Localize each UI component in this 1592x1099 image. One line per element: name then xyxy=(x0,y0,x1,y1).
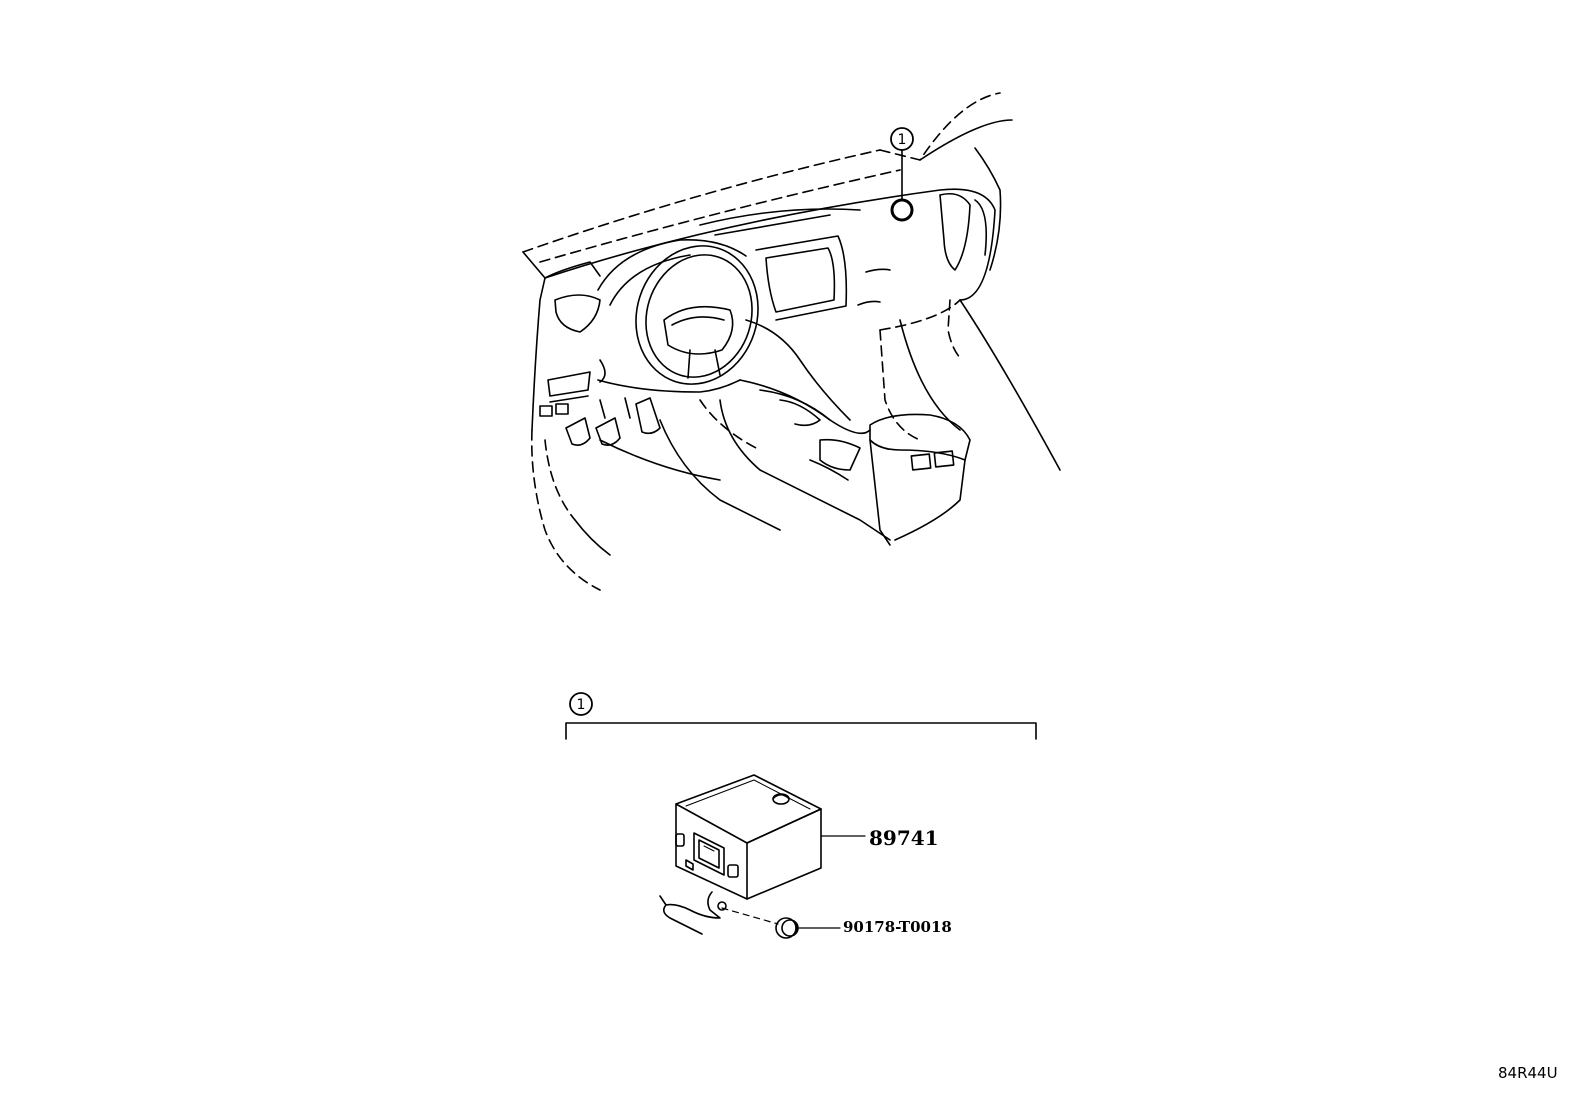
group-bracket xyxy=(565,692,1037,740)
ecu-module-icon xyxy=(659,774,866,935)
part-number-label[interactable]: 90178-T0018 xyxy=(843,918,952,936)
location-callout xyxy=(890,127,914,222)
part-number-label[interactable]: 89741 xyxy=(869,826,939,850)
group-callout-number: 1 xyxy=(577,697,586,713)
location-callout-number: 1 xyxy=(898,132,907,148)
dashboard-illustration xyxy=(522,92,1061,591)
drawing-code: 84R44U xyxy=(1498,1064,1558,1082)
clip-nut-icon xyxy=(721,907,841,939)
